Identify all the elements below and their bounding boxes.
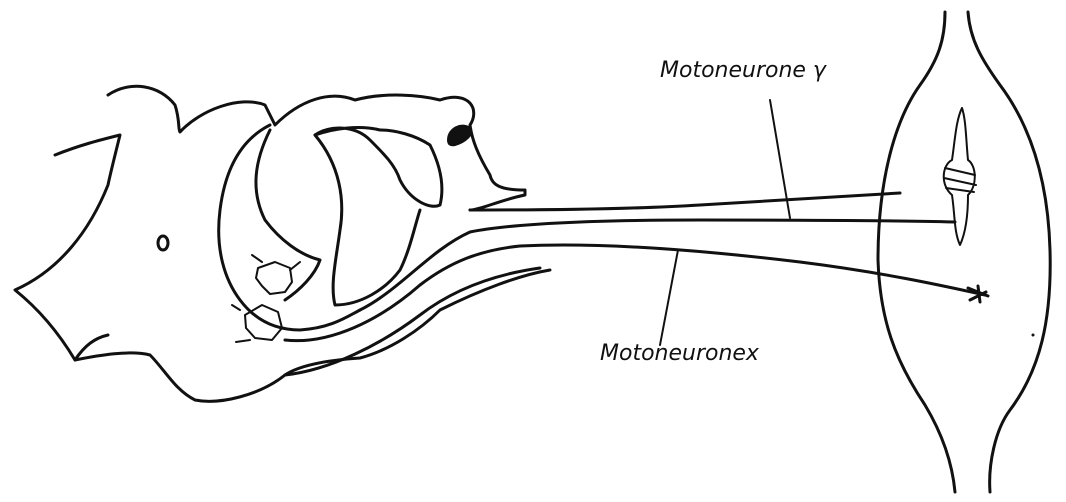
muscle-outline-left — [878, 12, 955, 492]
dorsal-root-ganglion — [448, 126, 471, 146]
alpha-pointer-line — [660, 250, 678, 345]
spinal-cord-outline — [108, 86, 525, 210]
motor-endplate — [968, 286, 988, 302]
left-grey-matter — [256, 130, 320, 300]
spindle-wrapping — [944, 168, 976, 192]
nerve-fiber-upper — [470, 193, 900, 210]
gamma-motoneuron-label: Motoneurone γ — [660, 58, 827, 83]
stray-dot — [1032, 334, 1035, 337]
spinal-cord-left-wing — [15, 135, 120, 360]
central-canal — [158, 236, 168, 250]
muscle-spindle — [944, 108, 975, 245]
spinal-cord-lower-outline — [75, 270, 550, 401]
motoneuron-cell-body-upper — [256, 262, 292, 294]
muscle-outline-right — [968, 12, 1050, 492]
alpha-motoneuron-label: Motoneuronex — [600, 341, 760, 366]
grey-matter-outline — [219, 125, 360, 330]
